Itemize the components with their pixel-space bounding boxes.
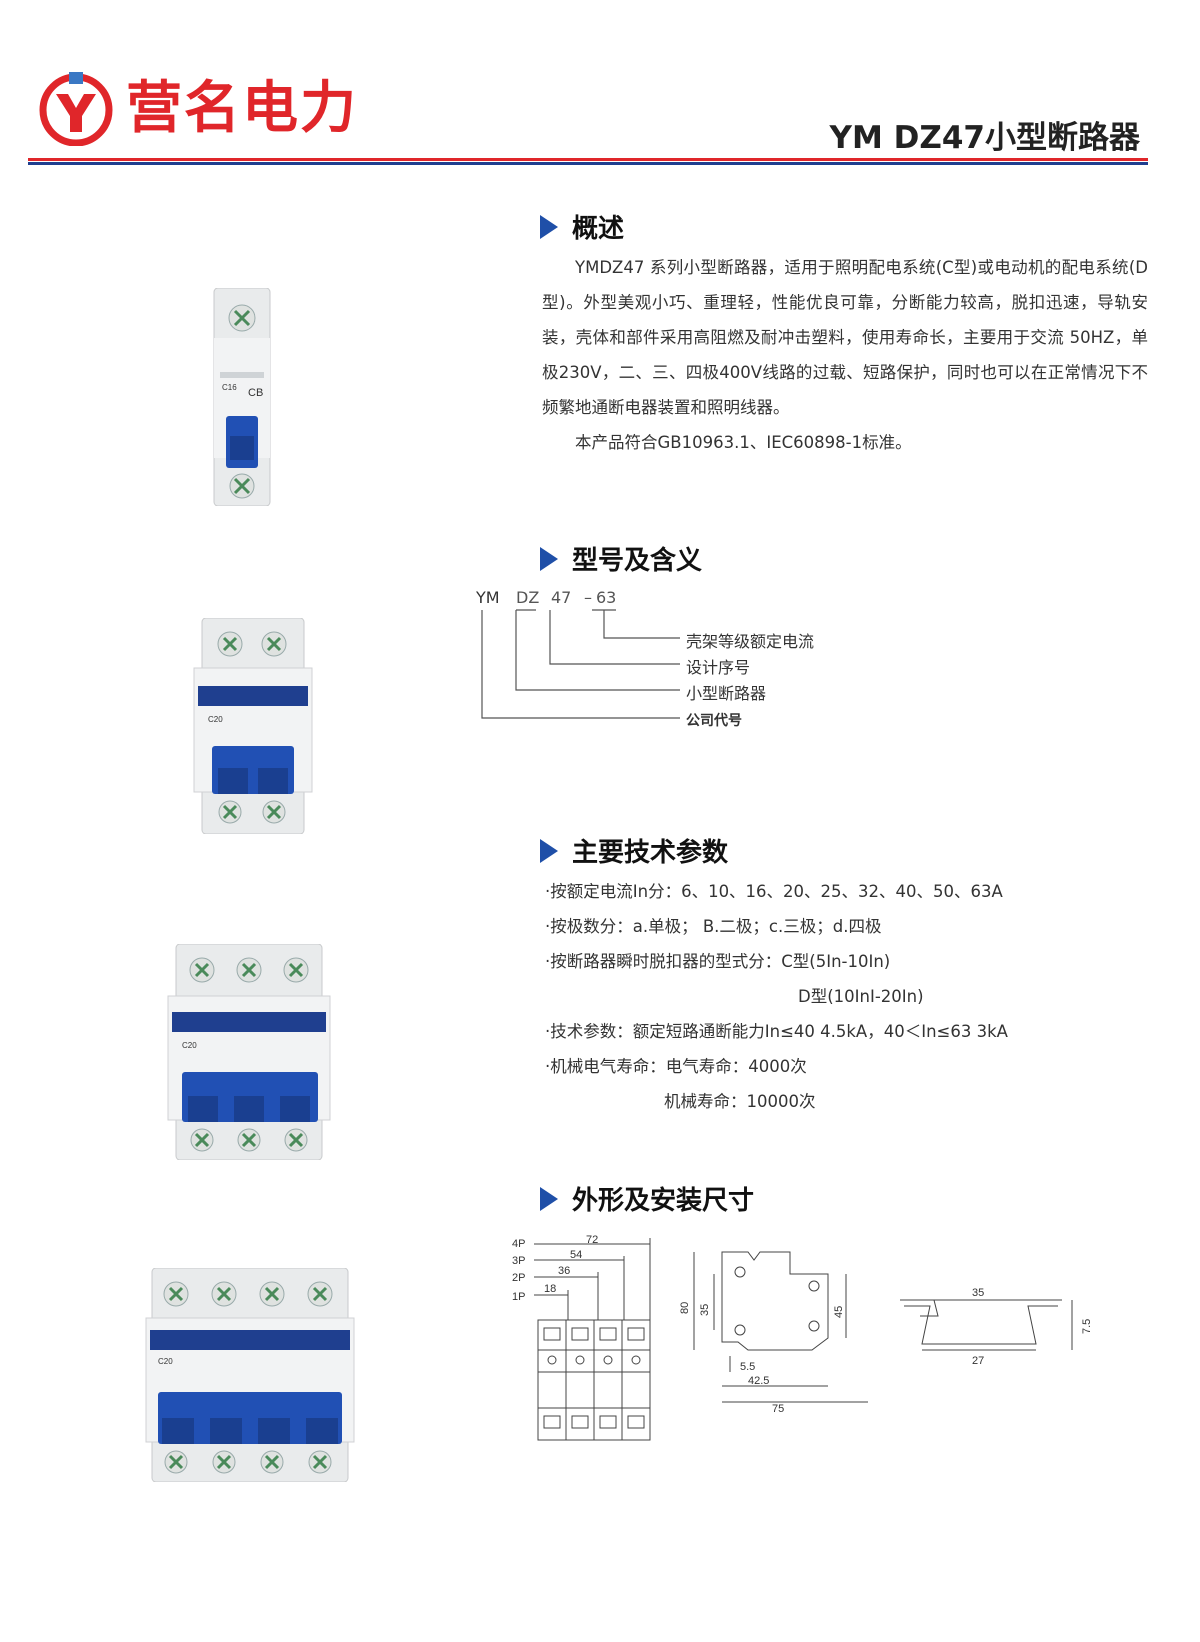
rail-dim-7-5: 7.5	[1081, 1319, 1093, 1334]
model-code-ym: YM	[476, 588, 500, 607]
section-model-heading: 型号及含义	[540, 540, 702, 577]
breaker-4p-image: C20	[145, 1268, 355, 1482]
header-rule-red	[28, 158, 1148, 161]
side-dim-45: 45	[833, 1306, 845, 1318]
front-view-drawing: 4P 3P 2P 1P 72 54 36 18	[512, 1234, 651, 1441]
section-arrow-icon	[540, 1186, 558, 1211]
breaker-1p-image: C16 CB	[213, 288, 271, 506]
side-dim-75: 75	[772, 1403, 784, 1415]
front-width-54: 54	[570, 1249, 582, 1261]
overview-paragraph-1: YMDZ47 系列小型断路器，适用于照明配电系统(C型)或电动机的配电系统(D型…	[542, 258, 1148, 417]
side-view-drawing: 80 35 45 5.5 42.5 75	[679, 1251, 868, 1415]
model-meaning-design: 设计序号	[686, 658, 751, 677]
model-meaning-current: 壳架等级额定电流	[686, 632, 815, 651]
side-dim-80: 80	[679, 1302, 691, 1314]
model-meaning-type: 小型断路器	[686, 684, 767, 703]
front-width-72: 72	[586, 1234, 598, 1246]
breaker-2p-image: C20	[193, 618, 313, 834]
overview-text: YMDZ47 系列小型断路器，适用于照明配电系统(C型)或电动机的配电系统(D型…	[542, 250, 1148, 460]
breaker-1p-mark: CB	[248, 387, 263, 399]
param-line-mechanical-life: 机械寿命：10000次	[664, 1092, 816, 1111]
brand-name: 营名电力	[126, 75, 358, 141]
din-rail-drawing: 35 27 7.5	[900, 1287, 1093, 1366]
section-overview-title: 概述	[572, 214, 625, 244]
rail-dim-27: 27	[972, 1355, 984, 1366]
section-overview-heading: 概述	[540, 208, 624, 245]
param-line-poles: ·按极数分：a.单极； B.二极；c.三极；d.四极	[545, 917, 882, 936]
breaker-3p-rating: C20	[182, 1041, 197, 1050]
breaker-4p-rating: C20	[158, 1357, 173, 1366]
front-label-2p: 2P	[512, 1272, 525, 1284]
side-dim-35: 35	[699, 1304, 711, 1316]
param-line-trip-c: ·按断路器瞬时脱扣器的型式分：C型(5In-10In)	[545, 952, 891, 971]
section-arrow-icon	[540, 546, 558, 571]
front-width-18: 18	[544, 1283, 556, 1295]
front-label-1p: 1P	[512, 1291, 525, 1303]
rail-dim-35: 35	[972, 1287, 984, 1299]
section-dimensions-title: 外形及安装尺寸	[572, 1186, 755, 1216]
front-width-36: 36	[558, 1265, 570, 1277]
model-code-dash: –	[584, 588, 592, 607]
section-params-title: 主要技术参数	[572, 838, 729, 868]
document-title: YM DZ47小型断路器	[829, 120, 1140, 156]
side-dim-5-5: 5.5	[740, 1361, 755, 1373]
company-logo-icon	[39, 72, 113, 146]
overview-paragraph-2: 本产品符合GB10963.1、IEC60898-1标准。	[575, 433, 912, 452]
section-arrow-icon	[540, 214, 558, 239]
model-code-47: 47	[551, 588, 572, 607]
param-line-trip-d: D型(10InI-20In)	[798, 987, 924, 1006]
model-meaning-company: 公司代号	[686, 713, 742, 729]
front-label-4p: 4P	[512, 1238, 525, 1250]
section-dimensions-heading: 外形及安装尺寸	[540, 1180, 754, 1217]
param-line-electrical-life: ·机械电气寿命：电气寿命：4000次	[545, 1057, 807, 1076]
breaker-2p-rating: C20	[208, 715, 223, 724]
param-line-current: ·按额定电流In分：6、10、16、20、25、32、40、50、63A	[545, 882, 1003, 901]
model-code-dz: DZ	[516, 588, 540, 607]
section-model-title: 型号及含义	[572, 546, 703, 576]
model-leader-lines	[481, 609, 680, 719]
model-code-63: 63	[596, 588, 617, 607]
side-dim-42-5: 42.5	[748, 1375, 769, 1387]
section-arrow-icon	[540, 838, 558, 863]
param-line-breaking: ·技术参数：额定短路通断能力In≤40 4.5kA，40＜In≤63 3kA	[545, 1022, 1008, 1041]
header-rule-blue	[28, 162, 1148, 165]
breaker-3p-image: C20	[167, 944, 331, 1160]
breaker-1p-rating: C16	[222, 383, 237, 392]
front-label-3p: 3P	[512, 1255, 525, 1267]
section-params-heading: 主要技术参数	[540, 832, 728, 869]
